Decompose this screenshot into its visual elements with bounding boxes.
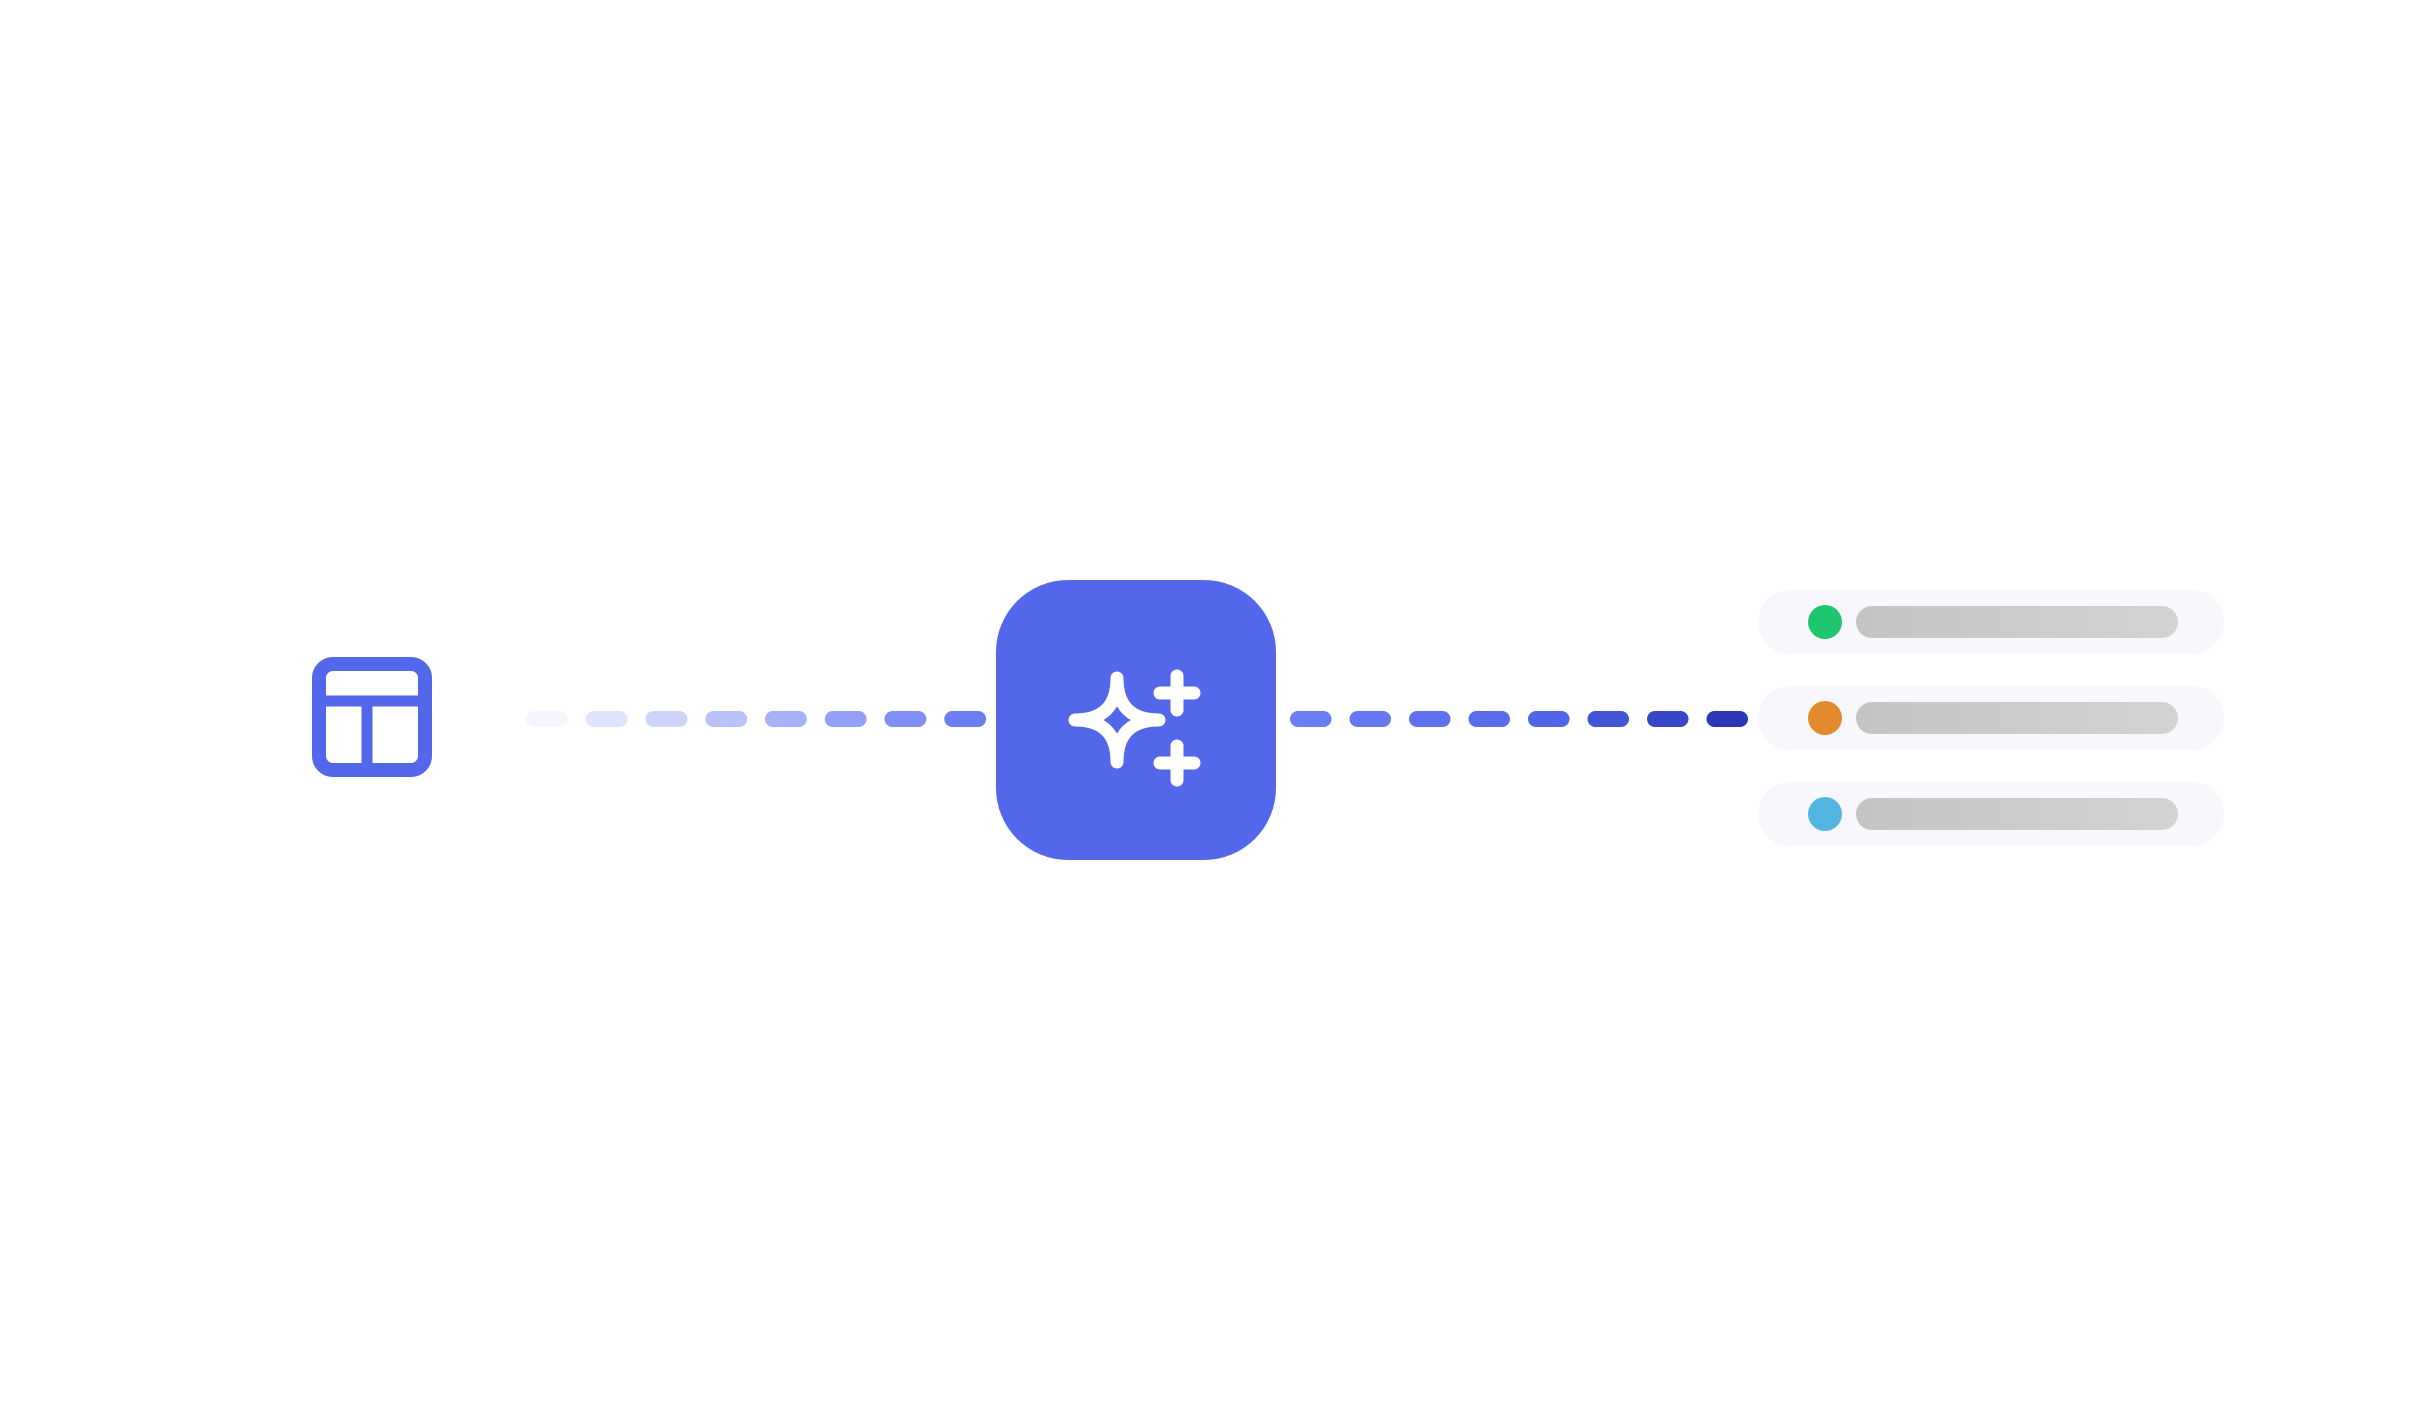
connector-dash (765, 711, 807, 727)
connector-dash (1647, 711, 1689, 727)
status-dot (1808, 701, 1842, 735)
connector-dash (705, 711, 748, 727)
connector-dash (645, 711, 688, 727)
placeholder-text-bar (1856, 606, 2178, 638)
connector-dash (1528, 711, 1570, 727)
results-list (1758, 590, 2224, 878)
connector-dash (944, 711, 987, 727)
connector-ai-to-results (1290, 711, 1748, 727)
connector-dash (1706, 711, 1748, 727)
result-item (1758, 686, 2224, 750)
connector-dash (884, 711, 927, 727)
status-dot (1808, 605, 1842, 639)
status-dot (1808, 797, 1842, 831)
connector-dash (1409, 711, 1451, 727)
result-item (1758, 590, 2224, 654)
sparkles-icon (1068, 669, 1201, 787)
connector-dash (526, 711, 568, 727)
connector-dash (1290, 711, 1332, 727)
result-item (1758, 782, 2224, 846)
connector-dash (585, 711, 628, 727)
connector-dash (1349, 711, 1391, 727)
connector-dash (1468, 711, 1510, 727)
ai-processor-node (996, 580, 1276, 860)
placeholder-text-bar (1856, 798, 2178, 830)
connector-dash (824, 711, 867, 727)
table-icon (312, 657, 432, 777)
connector-source-to-ai (526, 711, 987, 727)
placeholder-text-bar (1856, 702, 2178, 734)
connector-dash (1587, 711, 1629, 727)
